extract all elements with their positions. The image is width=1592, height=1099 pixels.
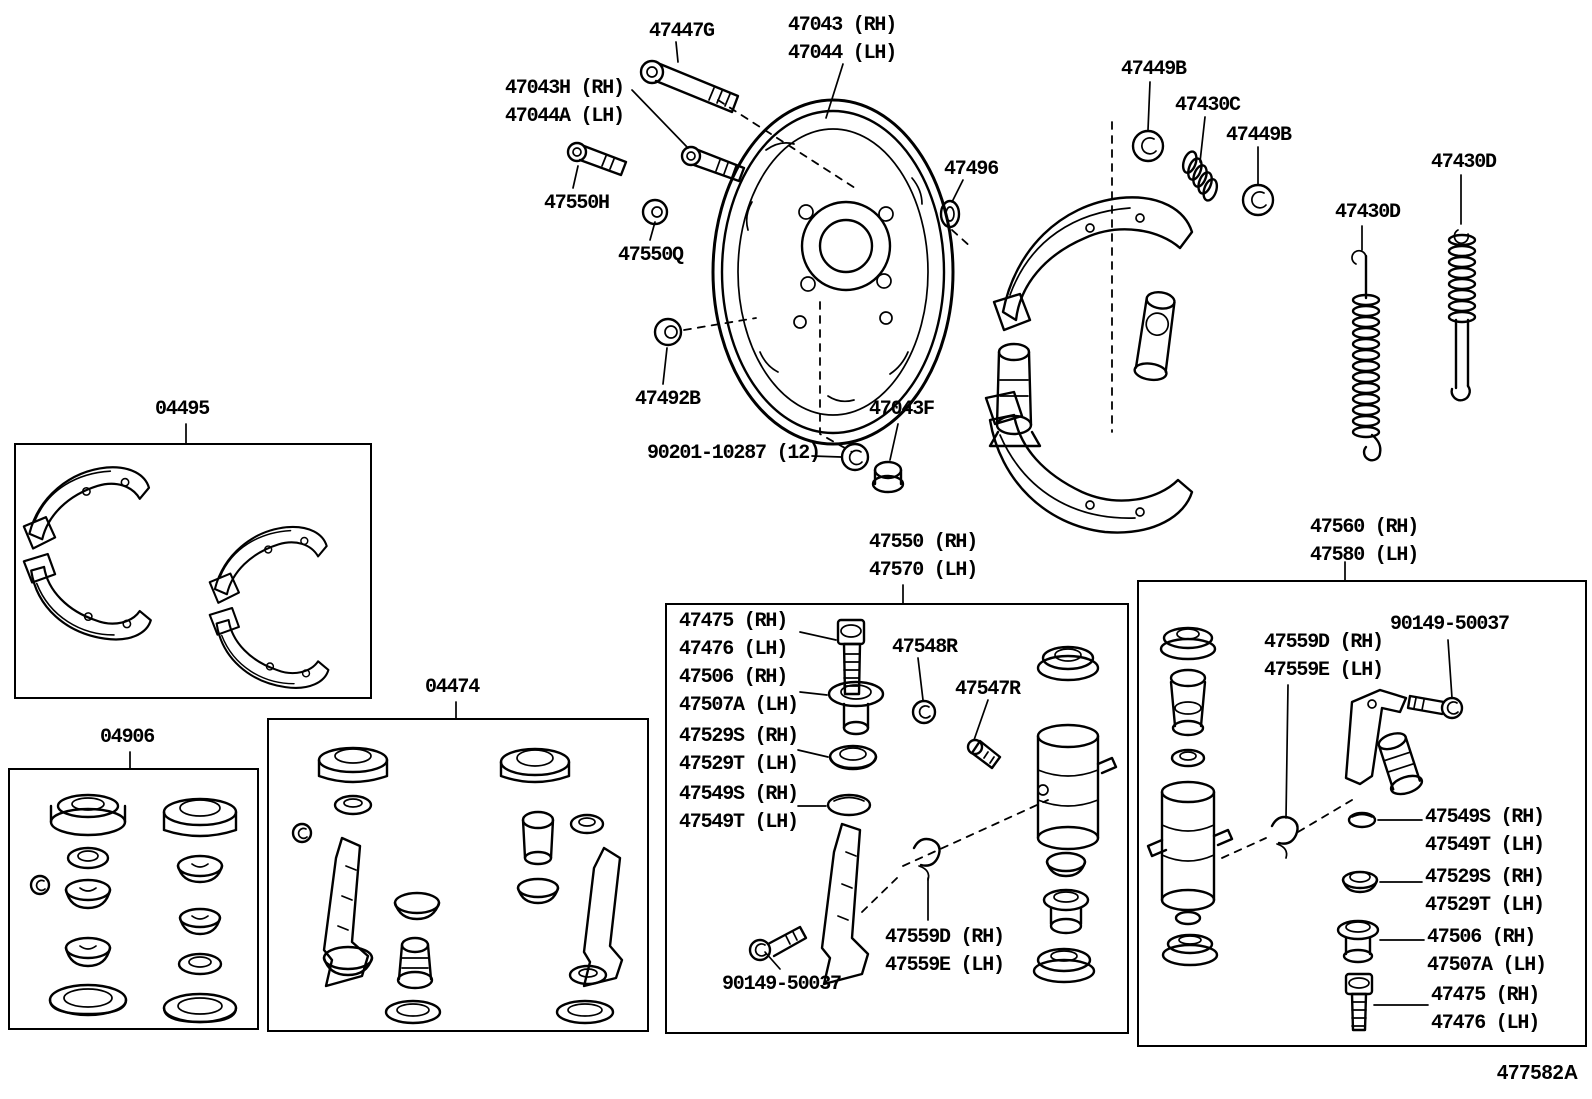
leader-lines bbox=[129, 41, 1462, 1006]
part-label-47475-47476-c: 47475 (RH) 47476 (LH) bbox=[679, 610, 788, 661]
adjuster-bracket-right bbox=[1344, 688, 1408, 786]
gasket-47496 bbox=[939, 199, 961, 229]
part-label-47496: 47496 bbox=[944, 158, 999, 181]
diagram-code: 477582A bbox=[1497, 1062, 1579, 1084]
wheel-cylinder-left bbox=[988, 342, 1042, 448]
part-label-47549s-t-r: 47549S (RH) 47549T (LH) bbox=[1425, 806, 1545, 857]
nut-90201 bbox=[840, 442, 870, 472]
part-label-47430d-left: 47430D bbox=[1335, 201, 1401, 224]
part-label-47043f: 47043F bbox=[869, 398, 935, 421]
part-label-47559d-e-r: 47559D (RH) 47559E (LH) bbox=[1264, 631, 1384, 682]
part-label-47430d-right: 47430D bbox=[1431, 151, 1497, 174]
kit-47560-contents bbox=[1146, 626, 1464, 1032]
kit-box-04474 bbox=[267, 718, 649, 1032]
part-label-47529s-t-r: 47529S (RH) 47529T (LH) bbox=[1425, 866, 1545, 917]
kit-box-04495 bbox=[14, 443, 372, 699]
nut-47043f bbox=[871, 460, 905, 494]
kit-04906-contents bbox=[29, 793, 238, 1024]
washer-47550q bbox=[641, 198, 669, 226]
spring-47430d-left bbox=[1351, 249, 1382, 462]
part-label-47475-47476-r: 47475 (RH) 47476 (LH) bbox=[1431, 984, 1540, 1035]
part-label-47549s-t-c: 47549S (RH) 47549T (LH) bbox=[679, 783, 799, 834]
part-label-47449b-right: 47449B bbox=[1226, 124, 1292, 147]
bolt-47447g bbox=[639, 59, 740, 114]
clip-47559d-right bbox=[1270, 815, 1299, 859]
part-label-47550h: 47550H bbox=[544, 192, 610, 215]
part-label-47043-47044: 47043 (RH) 47044 (LH) bbox=[788, 14, 897, 65]
spring-47430d-right bbox=[1447, 229, 1477, 402]
part-label-47447g: 47447G bbox=[649, 20, 715, 43]
part-label-47529s-t-c: 47529S (RH) 47529T (LH) bbox=[679, 725, 799, 776]
cap-47449b-top bbox=[1131, 129, 1165, 163]
bolt-47550h bbox=[566, 141, 628, 177]
kit-box-47550 bbox=[665, 603, 1129, 1034]
part-label-90149-right: 90149-50037 bbox=[1390, 613, 1510, 636]
part-label-04906: 04906 bbox=[100, 726, 155, 749]
wheel-cylinder-small-right bbox=[1377, 732, 1424, 796]
part-label-47506-47507a-c: 47506 (RH) 47507A (LH) bbox=[679, 666, 799, 717]
kit-box-04906 bbox=[8, 768, 259, 1030]
part-label-47043h-47044a: 47043H (RH) 47044A (LH) bbox=[505, 77, 625, 128]
brake-shoe-upper bbox=[992, 196, 1194, 332]
spring-47430c bbox=[1181, 150, 1219, 202]
part-label-47548r: 47548R bbox=[892, 636, 958, 659]
backing-plate bbox=[711, 98, 955, 446]
cap-47449b-right bbox=[1241, 183, 1275, 217]
wheel-cylinder-right bbox=[1133, 291, 1176, 382]
kit-box-47560 bbox=[1137, 580, 1587, 1047]
nut-47492b bbox=[653, 317, 683, 347]
part-label-04495: 04495 bbox=[155, 398, 210, 421]
part-label-90201-10287: 90201-10287 (12) bbox=[647, 442, 821, 465]
part-label-04474: 04474 bbox=[425, 676, 480, 699]
part-label-47506-47507a-r: 47506 (RH) 47507A (LH) bbox=[1427, 926, 1547, 977]
part-label-47492b: 47492B bbox=[635, 388, 701, 411]
brake-shoe-lower bbox=[984, 390, 1194, 534]
kit-04474-contents bbox=[291, 746, 624, 1025]
part-label-47559d-e-c: 47559D (RH) 47559E (LH) bbox=[885, 926, 1005, 977]
part-label-90149-center: 90149-50037 bbox=[722, 973, 842, 996]
part-label-47547r: 47547R bbox=[955, 678, 1021, 701]
kit-47550-contents bbox=[748, 618, 1118, 986]
part-label-47560-47580: 47560 (RH) 47580 (LH) bbox=[1310, 516, 1419, 567]
part-label-47449b-top: 47449B bbox=[1121, 58, 1187, 81]
part-label-47430c: 47430C bbox=[1175, 94, 1241, 117]
part-label-47550-47570: 47550 (RH) 47570 (LH) bbox=[869, 531, 978, 582]
bolt-47043h bbox=[680, 145, 746, 183]
dashed-lines bbox=[683, 99, 1353, 913]
part-label-47550q: 47550Q bbox=[618, 244, 684, 267]
bleeder-47547r bbox=[966, 738, 1002, 770]
bolt-90149-center bbox=[748, 925, 808, 962]
